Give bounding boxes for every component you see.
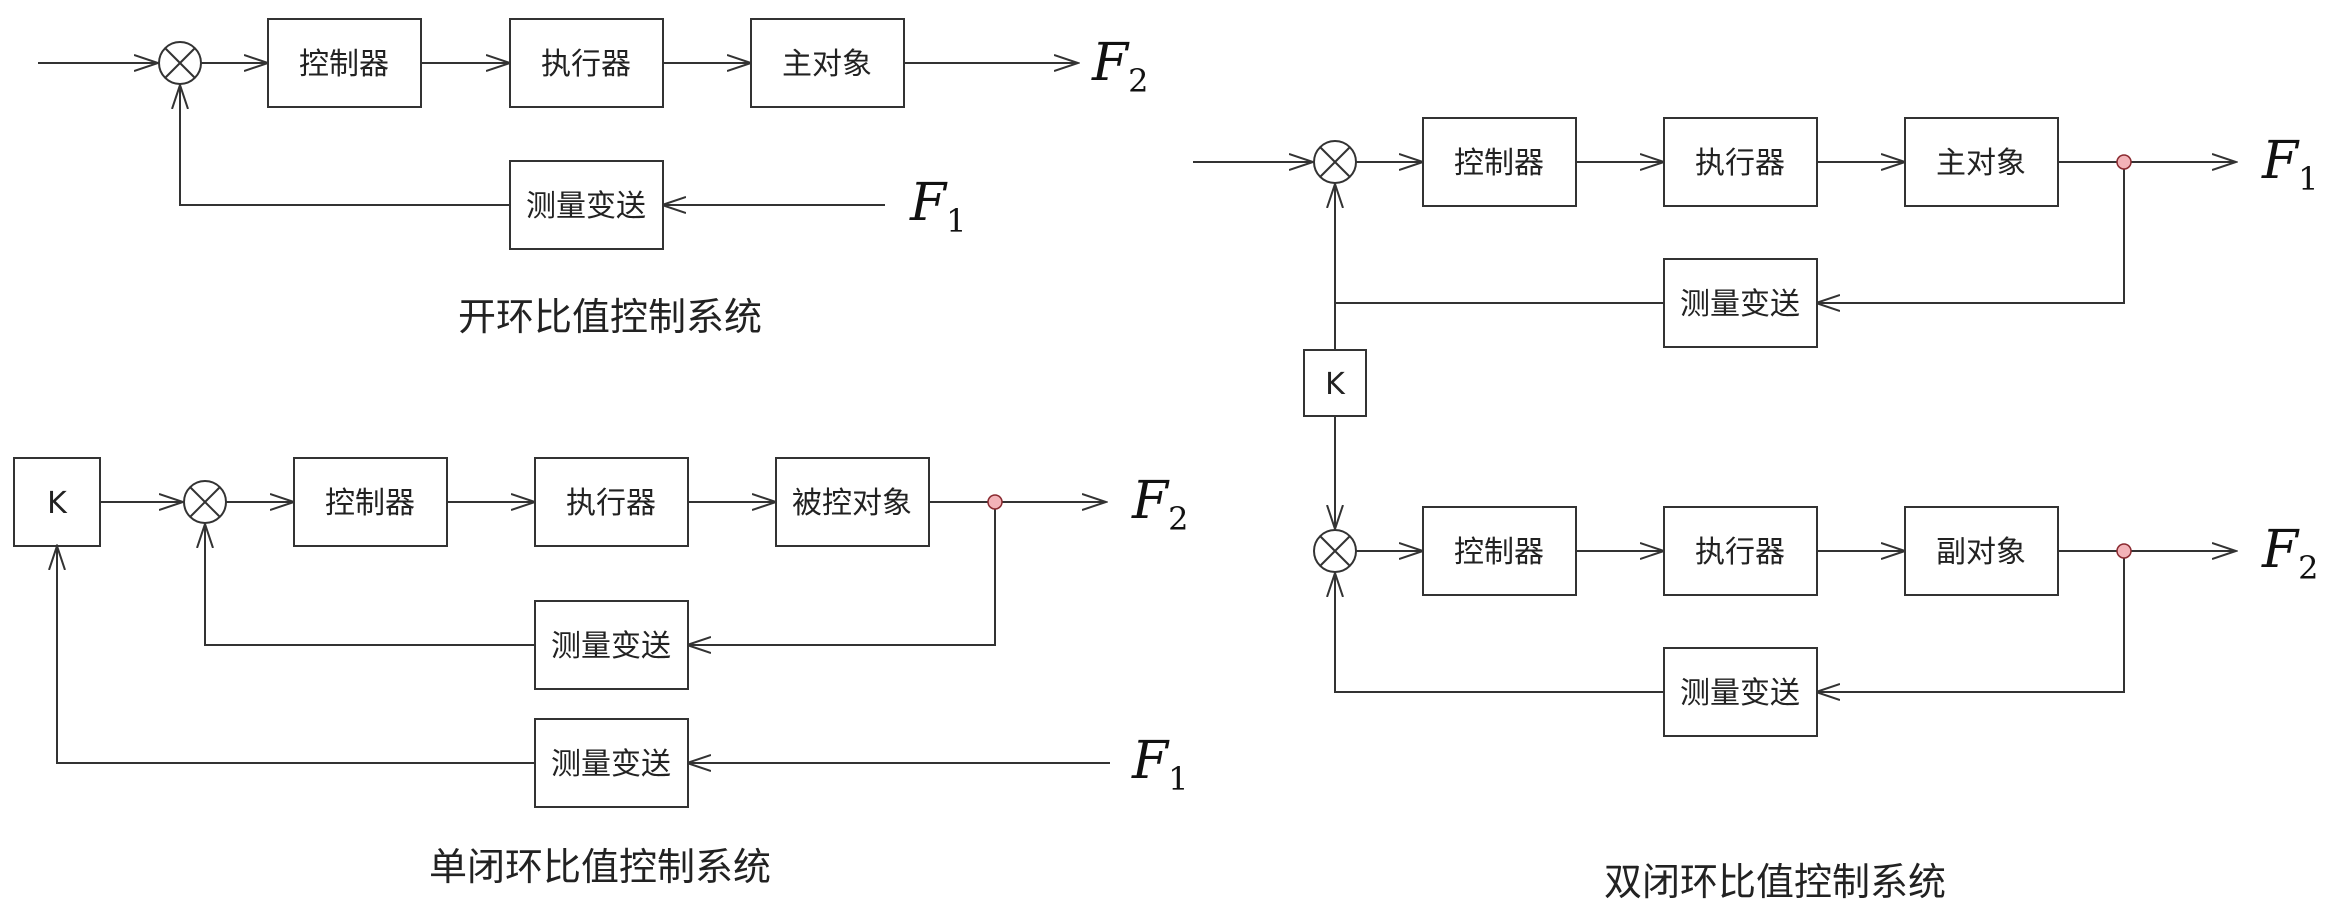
double-loop-main-measurement-label: 测量变送: [1680, 287, 1800, 322]
open-loop-main-object-label: 主对象: [782, 47, 872, 82]
double-closed-loop-diagram: 控制器 执行器 主对象 F1 测量变送 K: [1193, 117, 2318, 904]
open-loop-measurement-block: 测量变送: [509, 160, 664, 250]
open-loop-controller-label: 控制器: [299, 47, 389, 82]
single-loop-summing-junction: [183, 480, 227, 524]
single-loop-ratio-label: K: [47, 486, 68, 521]
single-loop-controlled-object-block: 被控对象: [775, 457, 930, 547]
double-loop-main-output-signal: F1: [2261, 131, 2318, 198]
double-loop-caption: 双闭环比值控制系统: [1604, 860, 1946, 904]
open-loop-summing-junction: [158, 41, 202, 85]
open-loop-actuator-block: 执行器: [509, 18, 664, 108]
double-loop-main-actuator-block: 执行器: [1663, 117, 1818, 207]
single-loop-ratio-block: K: [13, 457, 101, 547]
open-loop-diagram: 控制器 执行器 主对象 F2 测量变送 F1 开环比值控制系统: [38, 18, 1148, 339]
double-loop-main-tap-point: [2116, 154, 2132, 170]
double-loop-ratio-label: K: [1325, 367, 1346, 402]
double-loop-sub-actuator-label: 执行器: [1695, 535, 1785, 570]
single-closed-loop-diagram: K 控制器 执行器 被控对象 F2 测量变送: [13, 457, 1188, 889]
single-loop-outer-measurement-label: 测量变送: [551, 747, 671, 782]
open-loop-controller-block: 控制器: [267, 18, 422, 108]
double-loop-sub-object-block: 副对象: [1904, 506, 2059, 596]
open-loop-caption: 开环比值控制系统: [458, 295, 762, 339]
single-loop-inner-measurement-label: 测量变送: [551, 629, 671, 664]
double-loop-main-actuator-label: 执行器: [1695, 146, 1785, 181]
open-loop-input-signal: F1: [909, 173, 966, 240]
single-loop-controller-label: 控制器: [325, 486, 415, 521]
single-loop-caption: 单闭环比值控制系统: [429, 845, 771, 889]
single-loop-input-signal: F1: [1131, 731, 1188, 798]
single-loop-inner-measurement-block: 测量变送: [534, 600, 689, 690]
single-loop-tap-point: [987, 494, 1003, 510]
double-loop-sub-tap-point: [2116, 543, 2132, 559]
double-loop-sub-controller-label: 控制器: [1454, 535, 1544, 570]
double-loop-main-measurement-block: 测量变送: [1663, 258, 1818, 348]
double-loop-ratio-block: K: [1303, 349, 1367, 417]
double-loop-main-object-block: 主对象: [1904, 117, 2059, 207]
double-loop-main-summing-junction: [1313, 140, 1357, 184]
open-loop-actuator-label: 执行器: [541, 47, 631, 82]
single-loop-actuator-label: 执行器: [566, 486, 656, 521]
double-loop-sub-measurement-block: 测量变送: [1663, 647, 1818, 737]
double-loop-sub-output-signal: F2: [2261, 520, 2318, 587]
double-loop-main-controller-block: 控制器: [1422, 117, 1577, 207]
single-loop-outer-measurement-block: 测量变送: [534, 718, 689, 808]
double-loop-main-object-label: 主对象: [1936, 146, 2026, 181]
double-loop-main-controller-label: 控制器: [1454, 146, 1544, 181]
open-loop-main-object-block: 主对象: [750, 18, 905, 108]
single-loop-controller-block: 控制器: [293, 457, 448, 547]
open-loop-output-signal: F2: [1091, 33, 1148, 100]
single-loop-actuator-block: 执行器: [534, 457, 689, 547]
double-loop-sub-controller-block: 控制器: [1422, 506, 1577, 596]
open-loop-measurement-label: 测量变送: [526, 189, 646, 224]
double-loop-sub-measurement-label: 测量变送: [1680, 676, 1800, 711]
single-loop-output-signal: F2: [1131, 471, 1188, 538]
double-loop-sub-summing-junction: [1313, 529, 1357, 573]
single-loop-controlled-object-label: 被控对象: [792, 486, 912, 521]
double-loop-sub-object-label: 副对象: [1936, 535, 2026, 570]
double-loop-sub-actuator-block: 执行器: [1663, 506, 1818, 596]
